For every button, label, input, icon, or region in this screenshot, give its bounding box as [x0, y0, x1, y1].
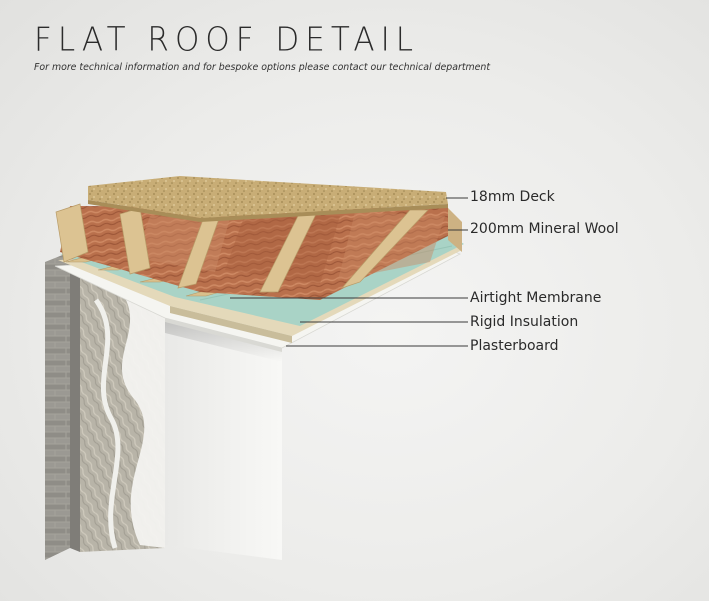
page-subtitle: For more technical information and for b…	[34, 62, 491, 73]
page-title: FLAT ROOF DETAIL	[34, 21, 420, 59]
callout-leaders	[230, 197, 468, 347]
label-plasterboard: Plasterboard	[470, 338, 559, 354]
wall-face	[165, 318, 282, 560]
brick-wall	[45, 252, 70, 560]
label-rigid-insulation: Rigid Insulation	[470, 314, 579, 330]
label-mineral-wool: 200mm Mineral Wool	[470, 221, 619, 237]
deck-layer	[88, 176, 448, 218]
label-18mm-deck: 18mm Deck	[470, 189, 555, 205]
timber-joists	[55, 203, 429, 293]
label-airtight-membrane: Airtight Membrane	[470, 290, 602, 306]
